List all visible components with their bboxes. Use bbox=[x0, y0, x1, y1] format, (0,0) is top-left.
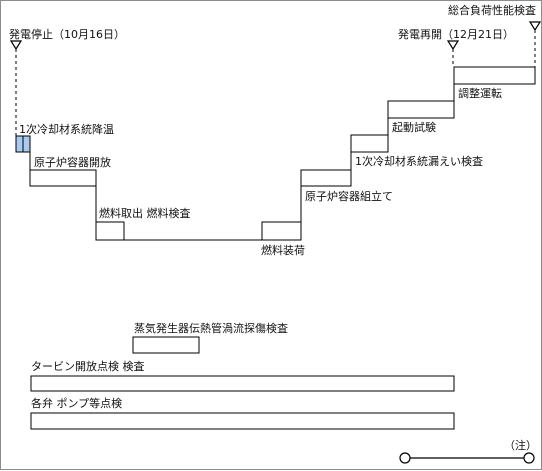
shutdown-label: 発電停止（10月16日） bbox=[9, 28, 125, 41]
restart-label: 発電再開（12月21日） bbox=[398, 28, 514, 41]
note-label: （注） bbox=[504, 439, 537, 452]
bar-turbine bbox=[30, 375, 455, 392]
bar-valves-pumps bbox=[30, 412, 455, 430]
bar-fuel-removal bbox=[95, 221, 125, 241]
fuel-loading-label: 燃料装荷 bbox=[261, 244, 305, 257]
final-check-marker bbox=[528, 21, 542, 67]
legend-line bbox=[399, 452, 535, 464]
bar-leak-check bbox=[350, 134, 389, 153]
leak-check-label: 1次冷却材系統漏えい検査 bbox=[355, 155, 483, 168]
valves-pumps-label: 各弁 ポンプ等点検 bbox=[31, 397, 123, 410]
adjust-run-label: 調整運転 bbox=[458, 87, 502, 100]
startup-test-label: 起動試験 bbox=[392, 121, 436, 134]
bar-steam-generator bbox=[132, 336, 200, 354]
bar-startup-test bbox=[387, 100, 455, 119]
bar-fuel-loading bbox=[261, 221, 302, 241]
shutdown-marker bbox=[9, 40, 23, 136]
restart-marker bbox=[446, 40, 460, 67]
final-check-label: 総合負荷性能検査 bbox=[448, 4, 536, 17]
turbine-label: タービン開放点検 検査 bbox=[31, 360, 145, 373]
cooling-label: 1次冷却材系統降温 bbox=[19, 123, 114, 136]
bar-vessel-assembly bbox=[300, 169, 352, 187]
steam-generator-label: 蒸気発生器伝熱管渦流探傷検査 bbox=[134, 322, 288, 335]
bar-vessel-open bbox=[29, 169, 97, 187]
vessel-open-label: 原子炉容器開放 bbox=[34, 156, 111, 169]
bar-adjust-run bbox=[453, 66, 536, 85]
vessel-assembly-label: 原子炉容器組立て bbox=[305, 190, 393, 203]
fuel-removal-label: 燃料取出 燃料検査 bbox=[99, 207, 191, 220]
